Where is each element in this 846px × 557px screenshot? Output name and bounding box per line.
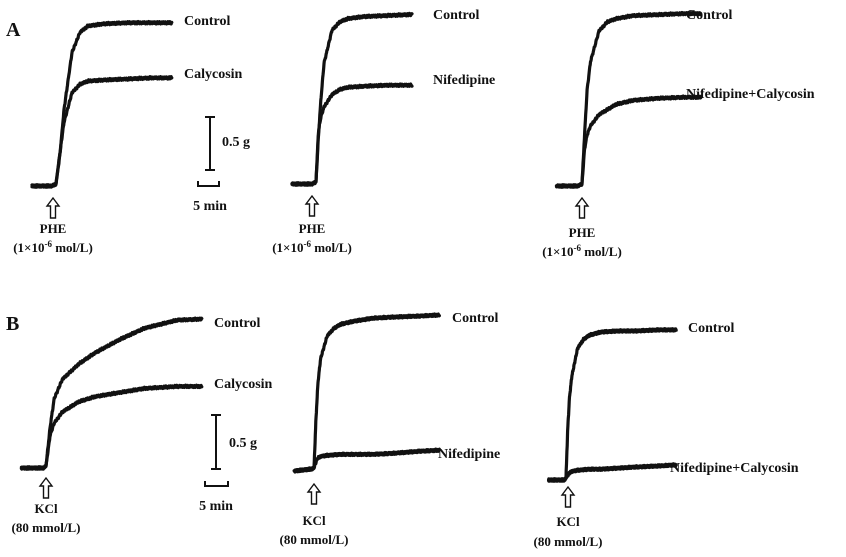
stimulus-dose: (1×10-6 mol/L) xyxy=(542,243,622,259)
trace-calycosin xyxy=(30,75,174,189)
trace-control xyxy=(290,11,414,187)
stimulus-arrow-icon xyxy=(574,196,590,219)
stimulus-arrow-icon xyxy=(306,482,322,505)
trace-label-calycosin: Calycosin xyxy=(214,377,273,392)
trace-control xyxy=(30,19,174,189)
scale-bar-x-label: 5 min xyxy=(193,199,227,214)
scale-bar-vertical xyxy=(205,116,215,171)
scale-bar-x-label: 5 min xyxy=(199,499,233,514)
trace-label-nifedipine-calycosin: Nifedipine+Calycosin xyxy=(670,461,799,476)
panel-letter-a: A xyxy=(6,19,21,41)
trace-nifedipine-calycosin xyxy=(554,94,703,189)
stimulus-arrow-icon xyxy=(45,196,61,219)
trace-label-control: Control xyxy=(452,311,499,326)
stimulus-arrow-icon xyxy=(560,485,576,508)
stimulus-name: PHE xyxy=(569,225,596,240)
scale-bar-horizontal xyxy=(204,481,229,487)
trace-label-control: Control xyxy=(688,321,735,336)
panel-letter-b: B xyxy=(6,313,19,335)
stimulus-dose: (80 mmol/L) xyxy=(280,532,349,547)
trace-label-nifedipine-calycosin: Nifedipine+Calycosin xyxy=(686,87,815,102)
trace-label-calycosin: Calycosin xyxy=(184,67,243,82)
trace-nifedipine xyxy=(290,82,414,187)
trace-control xyxy=(547,327,678,483)
stimulus-name: PHE xyxy=(40,221,67,236)
stimulus-name: KCl xyxy=(556,514,580,529)
stimulus-arrow-icon xyxy=(38,476,54,499)
stimulus-name: KCl xyxy=(302,513,326,528)
trace-label-control: Control xyxy=(184,14,231,29)
stimulus-dose: (1×10-6 mol/L) xyxy=(13,239,93,255)
stimulus-name: KCl xyxy=(34,501,58,516)
scale-bar-y-label: 0.5 g xyxy=(222,135,250,150)
trace-label-nifedipine: Nifedipine xyxy=(433,73,495,88)
stimulus-dose: (80 mmol/L) xyxy=(12,520,81,535)
trace-label-control: Control xyxy=(686,8,733,23)
scale-bar-vertical xyxy=(211,414,221,470)
trace-nifedipine-calycosin xyxy=(547,462,678,483)
trace-label-nifedipine: Nifedipine xyxy=(438,447,500,462)
scale-bar-y-label: 0.5 g xyxy=(229,436,257,451)
stimulus-arrow-icon xyxy=(304,194,320,217)
trace-nifedipine xyxy=(292,447,441,474)
stimulus-name: PHE xyxy=(299,221,326,236)
scale-bar-horizontal xyxy=(197,181,220,187)
trace-label-control: Control xyxy=(214,316,261,331)
stimulus-dose: (1×10-6 mol/L) xyxy=(272,239,352,255)
trace-control xyxy=(292,312,441,474)
trace-label-control: Control xyxy=(433,8,480,23)
stimulus-dose: (80 mmol/L) xyxy=(534,534,603,549)
trace-control xyxy=(19,316,204,471)
trace-calycosin xyxy=(19,383,204,471)
